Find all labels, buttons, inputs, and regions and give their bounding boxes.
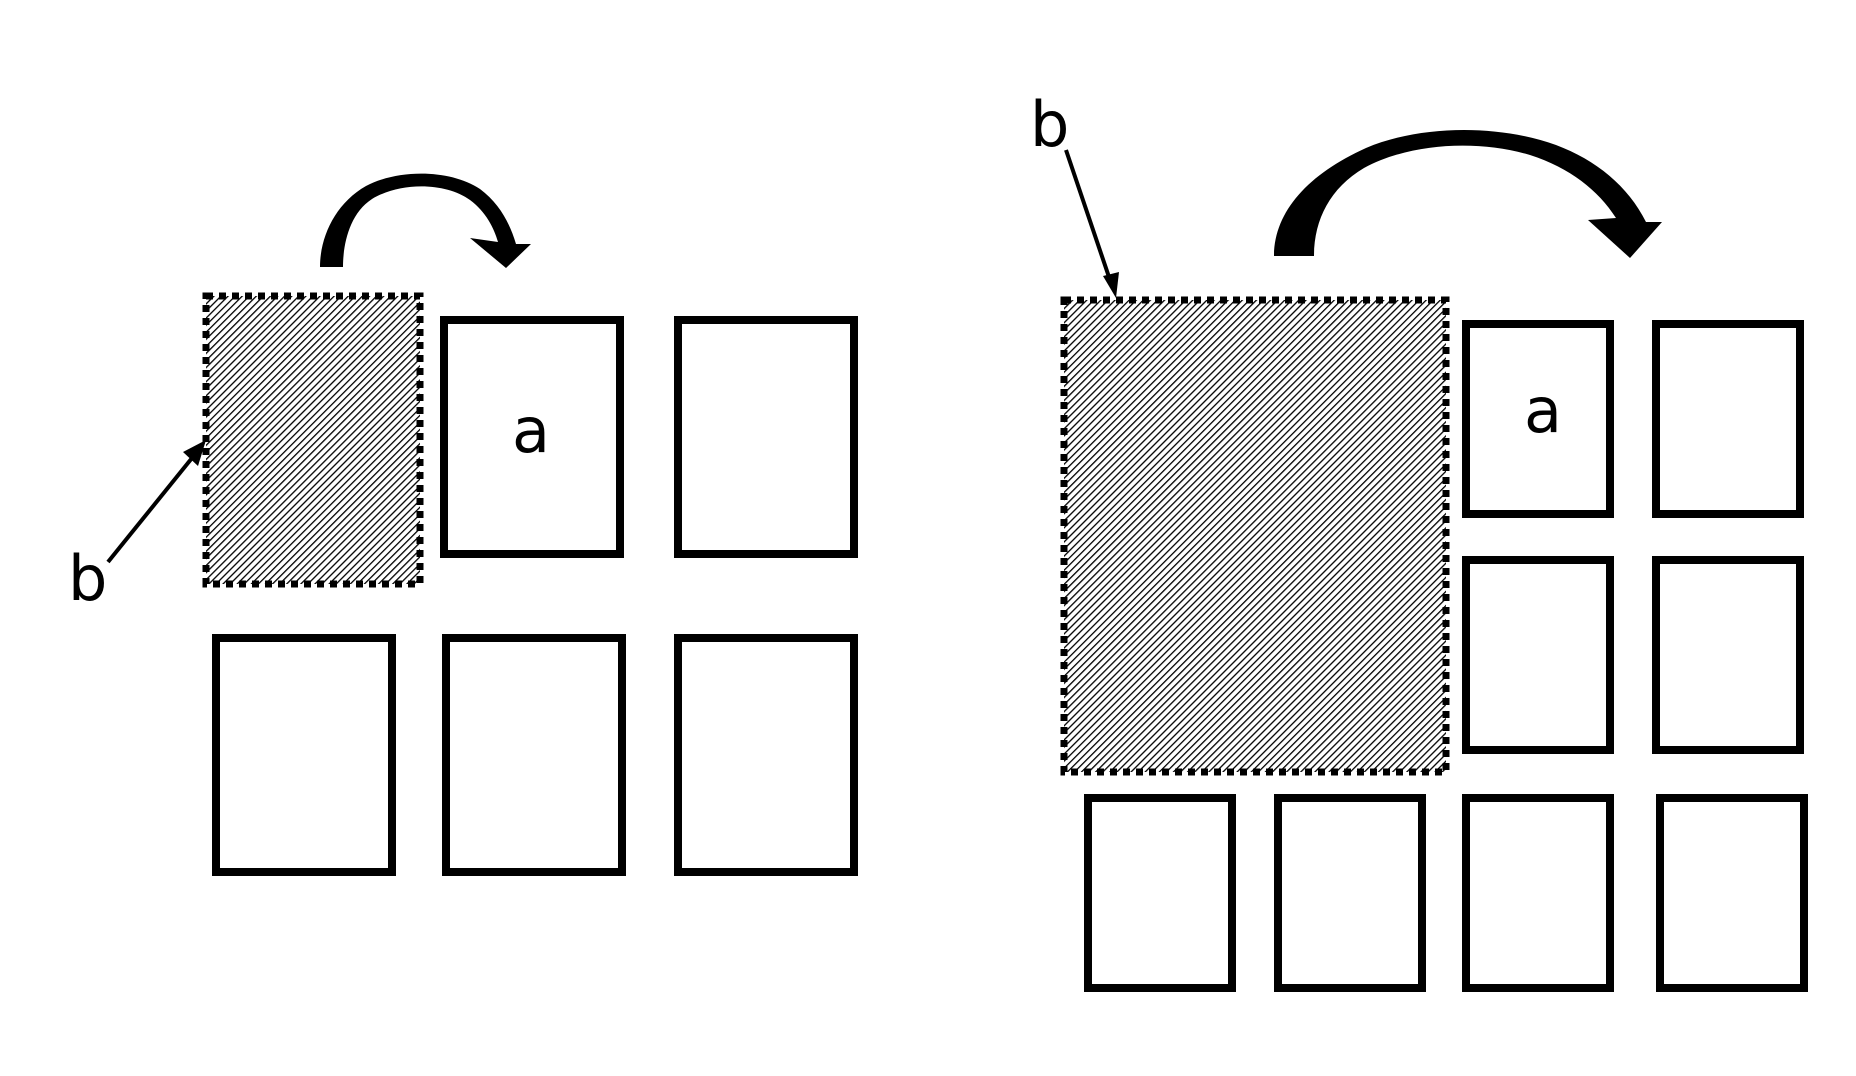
left-tile-a-label: a bbox=[512, 394, 550, 467]
right-tile-a-label: a bbox=[1524, 374, 1562, 447]
right-move-arrow bbox=[1274, 130, 1662, 258]
left-move-arrow bbox=[320, 174, 531, 268]
left-moved-tile-b bbox=[206, 296, 420, 584]
right-callout-arrowhead bbox=[1103, 272, 1119, 298]
right-tile-mid-right bbox=[1656, 560, 1800, 750]
left-tile-bottom-3 bbox=[678, 638, 854, 872]
right-moved-tile-b bbox=[1064, 300, 1446, 772]
right-tile-top-right bbox=[1656, 324, 1800, 514]
left-callout-label-b: b bbox=[68, 542, 107, 615]
left-tile-bottom-2 bbox=[446, 638, 622, 872]
right-tile-bottom-3 bbox=[1466, 798, 1610, 988]
left-panel: a b bbox=[68, 174, 854, 872]
right-callout-label-b: b bbox=[1030, 88, 1069, 161]
left-callout-leader bbox=[108, 458, 192, 562]
left-tile-bottom-1 bbox=[216, 638, 392, 872]
right-tile-bottom-1 bbox=[1088, 798, 1232, 988]
right-tile-mid-left bbox=[1466, 560, 1610, 750]
right-panel: a b bbox=[1030, 88, 1804, 988]
left-tile-top-right bbox=[678, 320, 854, 554]
right-tile-bottom-2 bbox=[1278, 798, 1422, 988]
right-tile-bottom-4 bbox=[1660, 798, 1804, 988]
right-callout-leader bbox=[1066, 150, 1110, 280]
